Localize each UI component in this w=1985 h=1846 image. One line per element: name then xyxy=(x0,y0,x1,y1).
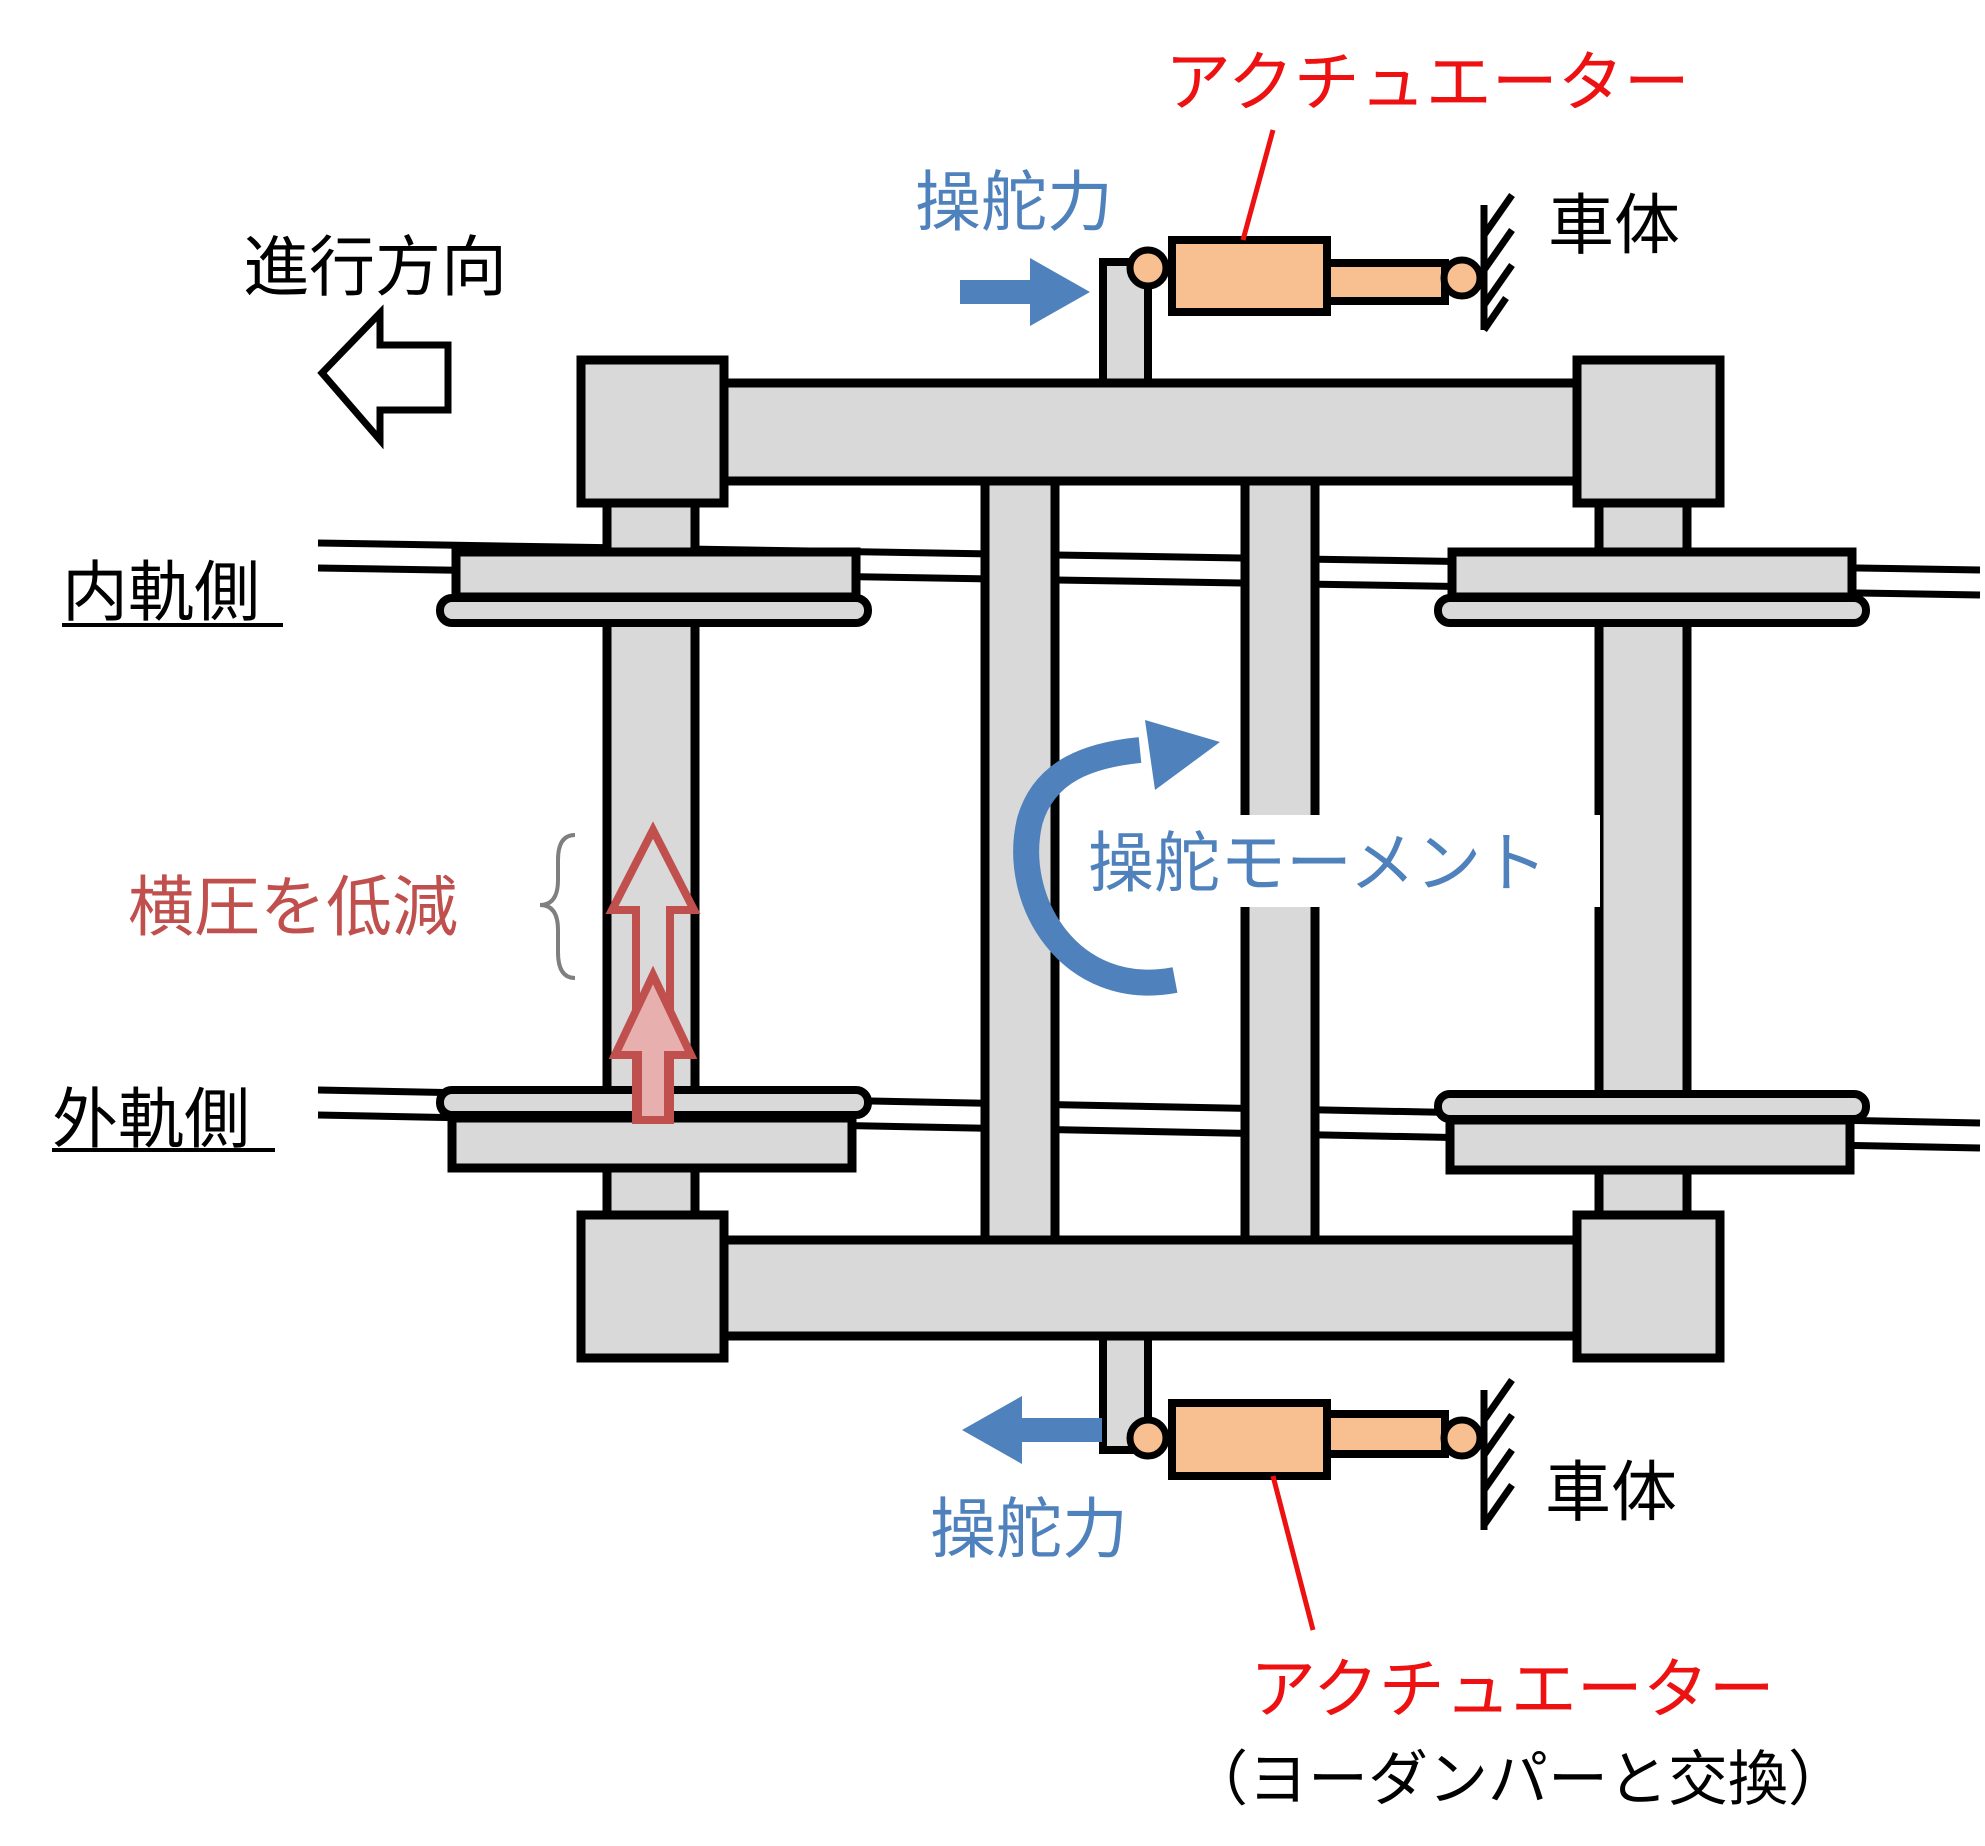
top-body-ground-icon xyxy=(1480,192,1515,332)
steering-moment-arrow xyxy=(1013,720,1220,996)
top-left-axlebox xyxy=(576,355,729,508)
inner-rail-label: 内軌側 xyxy=(62,554,260,631)
steering-moment-label: 操舵モーメント xyxy=(1088,825,1547,902)
bottom-left-axlebox xyxy=(576,1210,729,1363)
lateral-force-brace xyxy=(539,833,576,980)
top-car-body-label: 車体 xyxy=(1548,187,1680,264)
bottom-steering-force-label: 操舵力 xyxy=(930,1491,1128,1568)
top-steering-force-arrow xyxy=(960,258,1090,326)
bottom-body-ground-icon xyxy=(1480,1377,1515,1530)
direction-arrow-icon xyxy=(317,304,452,450)
top-right-axlebox xyxy=(1572,355,1725,508)
top-steering-force-label: 操舵力 xyxy=(915,164,1113,241)
top-actuator xyxy=(1126,236,1484,316)
bottom-actuator-leader xyxy=(1270,1475,1316,1631)
wheel-inner-right xyxy=(1434,547,1870,627)
top-actuator-leader xyxy=(1240,129,1276,241)
direction-label: 進行方向 xyxy=(243,229,507,306)
actuator-note-label: （ヨーダンパーと交換） xyxy=(1188,1745,1848,1815)
top-frame-beam xyxy=(695,378,1605,486)
bottom-actuator-label: アクチュエーター xyxy=(1250,1651,1775,1728)
top-actuator-label: アクチュエーター xyxy=(1165,44,1690,121)
wheel-outer-right xyxy=(1434,1090,1870,1175)
lateral-force-reduction-arrows xyxy=(605,821,701,1124)
bottom-frame-beam xyxy=(695,1235,1605,1341)
lateral-force-label: 横圧を低減 xyxy=(128,869,458,946)
bottom-actuator xyxy=(1126,1399,1484,1480)
bottom-car-body-label: 車体 xyxy=(1545,1454,1677,1531)
bottom-right-axlebox xyxy=(1572,1210,1725,1363)
wheel-inner-left xyxy=(436,547,872,627)
bottom-steering-force-arrow xyxy=(962,1396,1102,1464)
steering-moment-label-bg xyxy=(1085,815,1600,907)
outer-rail-label: 外軌側 xyxy=(52,1081,250,1158)
